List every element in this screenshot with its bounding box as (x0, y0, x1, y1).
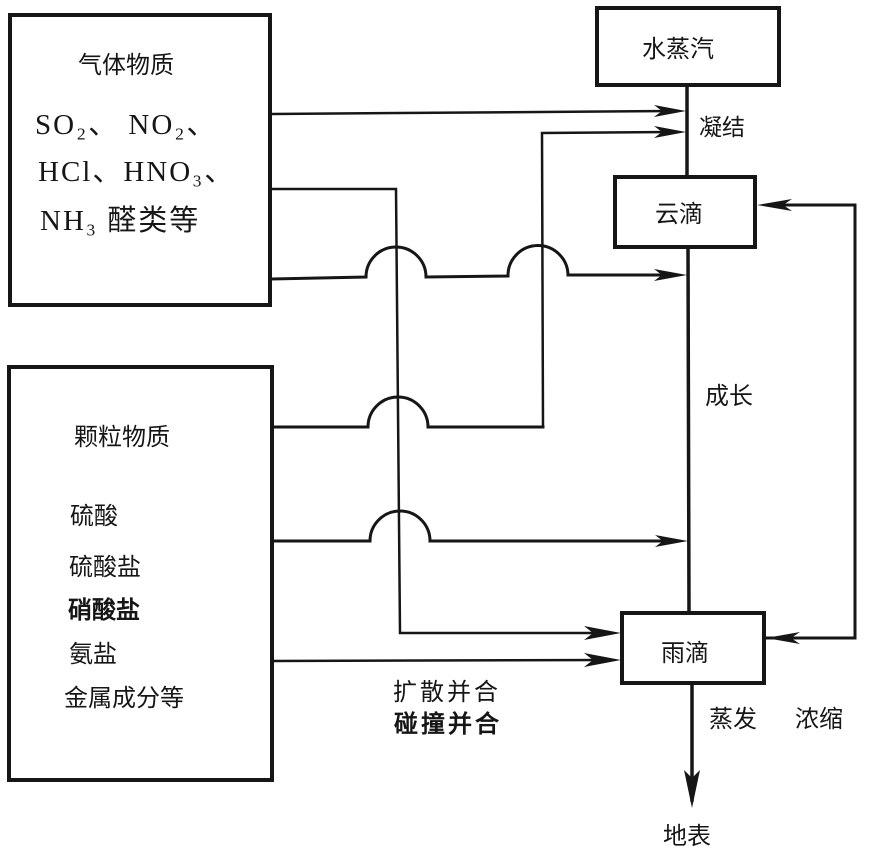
evaporation-label: 蒸发 (709, 705, 757, 733)
gas-box (8, 13, 272, 307)
concentration-label: 浓缩 (795, 705, 843, 733)
cloud-to-rain-line (686, 245, 691, 615)
particle-item: 金属成分等 (64, 684, 184, 712)
particle-item: 硝酸盐 (68, 595, 140, 624)
particle-to-condensation-line (540, 130, 674, 429)
gas-to-rain-line (270, 187, 610, 635)
cloud-droplet-box (613, 175, 757, 249)
ground-arrowhead (684, 770, 700, 808)
gas-list-line-2: HCl、HNO₃、 (38, 156, 236, 188)
arrowhead (654, 105, 686, 117)
diffusion-merge-label: 扩散并合 (393, 678, 501, 706)
condensation-label: 凝结 (699, 115, 745, 141)
growth-label: 成长 (705, 382, 753, 410)
gas-to-condensation-line (270, 109, 674, 116)
particle-item: 氨盐 (69, 640, 117, 668)
arrowhead (654, 126, 686, 138)
particle-box (7, 365, 274, 782)
arrowhead (584, 653, 621, 667)
collision-merge-label: 碰撞并合 (394, 709, 502, 738)
feedback-arrowhead-cloud (757, 199, 792, 211)
arrowhead (654, 269, 687, 281)
particle-to-x543-line (270, 395, 545, 429)
gas-box-title: 气体物质 (78, 51, 174, 79)
water-vapor-label: 水蒸汽 (642, 35, 714, 63)
arrowhead (655, 535, 688, 547)
feedback-arrowhead-rain (766, 632, 800, 644)
cloud-droplet-label: 云滴 (655, 200, 703, 228)
arrowhead (584, 626, 621, 640)
rain-droplet-label: 雨滴 (661, 639, 709, 667)
feedback-loop-line (762, 203, 857, 640)
gas-list-line-1: SO₂、 NO₂、 (35, 109, 218, 141)
particle-to-rain-line (270, 658, 610, 663)
particle-item: 硫酸 (70, 502, 118, 530)
gas-list-line-3: NH₃ 醛类等 (40, 205, 201, 237)
particle-item: 硫酸盐 (69, 553, 141, 581)
particle-box-title: 颗粒物质 (74, 423, 170, 451)
ground-label: 地表 (663, 822, 711, 850)
gas-to-cloud-line (270, 244, 674, 281)
particle-to-growth-line (270, 509, 674, 543)
